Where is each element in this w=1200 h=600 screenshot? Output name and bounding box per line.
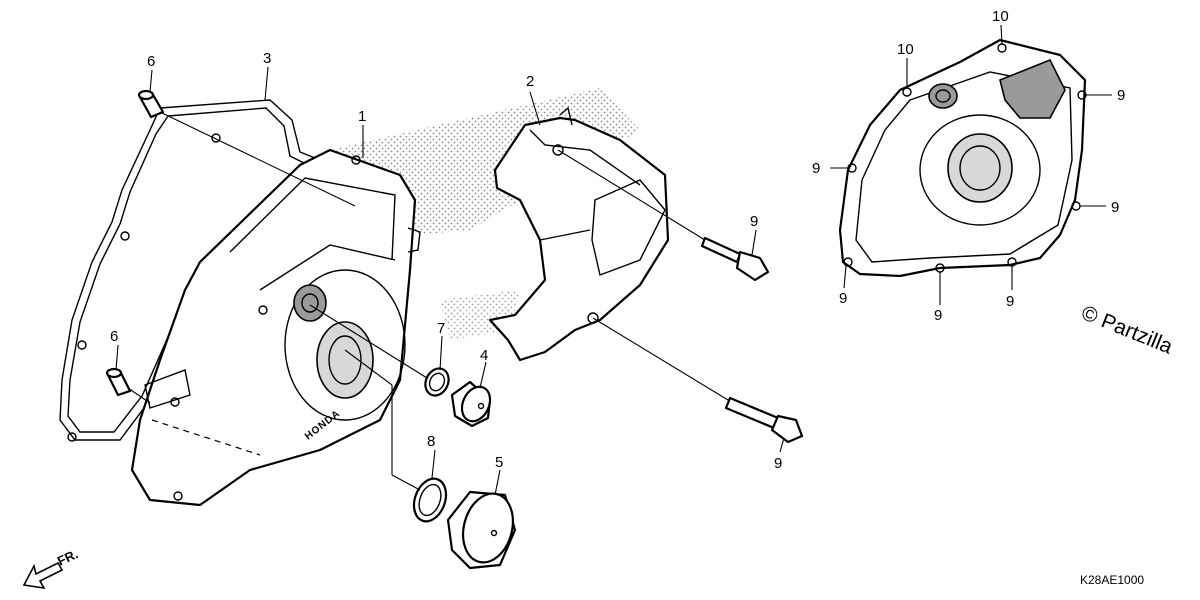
- bolt-part-9-lower[interactable]: [724, 396, 804, 444]
- o-ring-part-7[interactable]: [421, 365, 453, 400]
- callout-10-top: 10: [992, 8, 1009, 25]
- leader-lines: [115, 24, 1112, 496]
- callout-1: 1: [358, 108, 366, 125]
- cover-part-2[interactable]: [488, 106, 670, 362]
- callout-9-bottom-mid: 9: [934, 307, 942, 324]
- callout-10-left: 10: [897, 41, 914, 58]
- callout-9-left: 9: [812, 160, 820, 177]
- callout-2: 2: [526, 73, 534, 90]
- gasket-part-3[interactable]: [59, 99, 322, 442]
- callout-6-bottom: 6: [110, 328, 118, 345]
- o-ring-part-8[interactable]: [408, 474, 451, 526]
- front-label: FR.: [55, 546, 80, 568]
- callout-4: 4: [480, 347, 488, 364]
- bolt-part-9-upper[interactable]: [700, 236, 770, 282]
- callout-6-top: 6: [147, 53, 155, 70]
- front-arrow-icon: [22, 561, 64, 590]
- callout-8: 8: [427, 433, 435, 450]
- main-cover-part-1[interactable]: HONDA: [130, 148, 421, 507]
- dowel-pin-part-6-top[interactable]: [137, 89, 165, 119]
- diagram-code: K28AE1000: [1080, 573, 1144, 587]
- dowel-pin-part-6-bottom[interactable]: [105, 367, 132, 397]
- callout-9-right-mid: 9: [1111, 199, 1119, 216]
- cap-part-4[interactable]: [450, 380, 495, 428]
- callout-5: 5: [495, 454, 503, 471]
- callout-3: 3: [263, 50, 271, 67]
- callout-9-bottom-left: 9: [839, 290, 847, 307]
- callout-7: 7: [437, 320, 445, 337]
- generator-cover-right[interactable]: [838, 38, 1087, 278]
- callout-9-upper-bolt: 9: [750, 213, 758, 230]
- callout-9-lower-bolt: 9: [774, 455, 782, 472]
- callout-9-right-top: 9: [1117, 87, 1125, 104]
- callout-labels: 1 2 3 4 5 6 6 7 8 9 9 9 9 9 9 9 9 10 10: [110, 8, 1125, 472]
- partzilla-watermark: © Partzilla: [1078, 301, 1176, 358]
- cap-part-5[interactable]: [446, 488, 520, 570]
- front-direction-indicator: FR.: [22, 546, 80, 590]
- callout-9-bottom-right: 9: [1006, 293, 1014, 310]
